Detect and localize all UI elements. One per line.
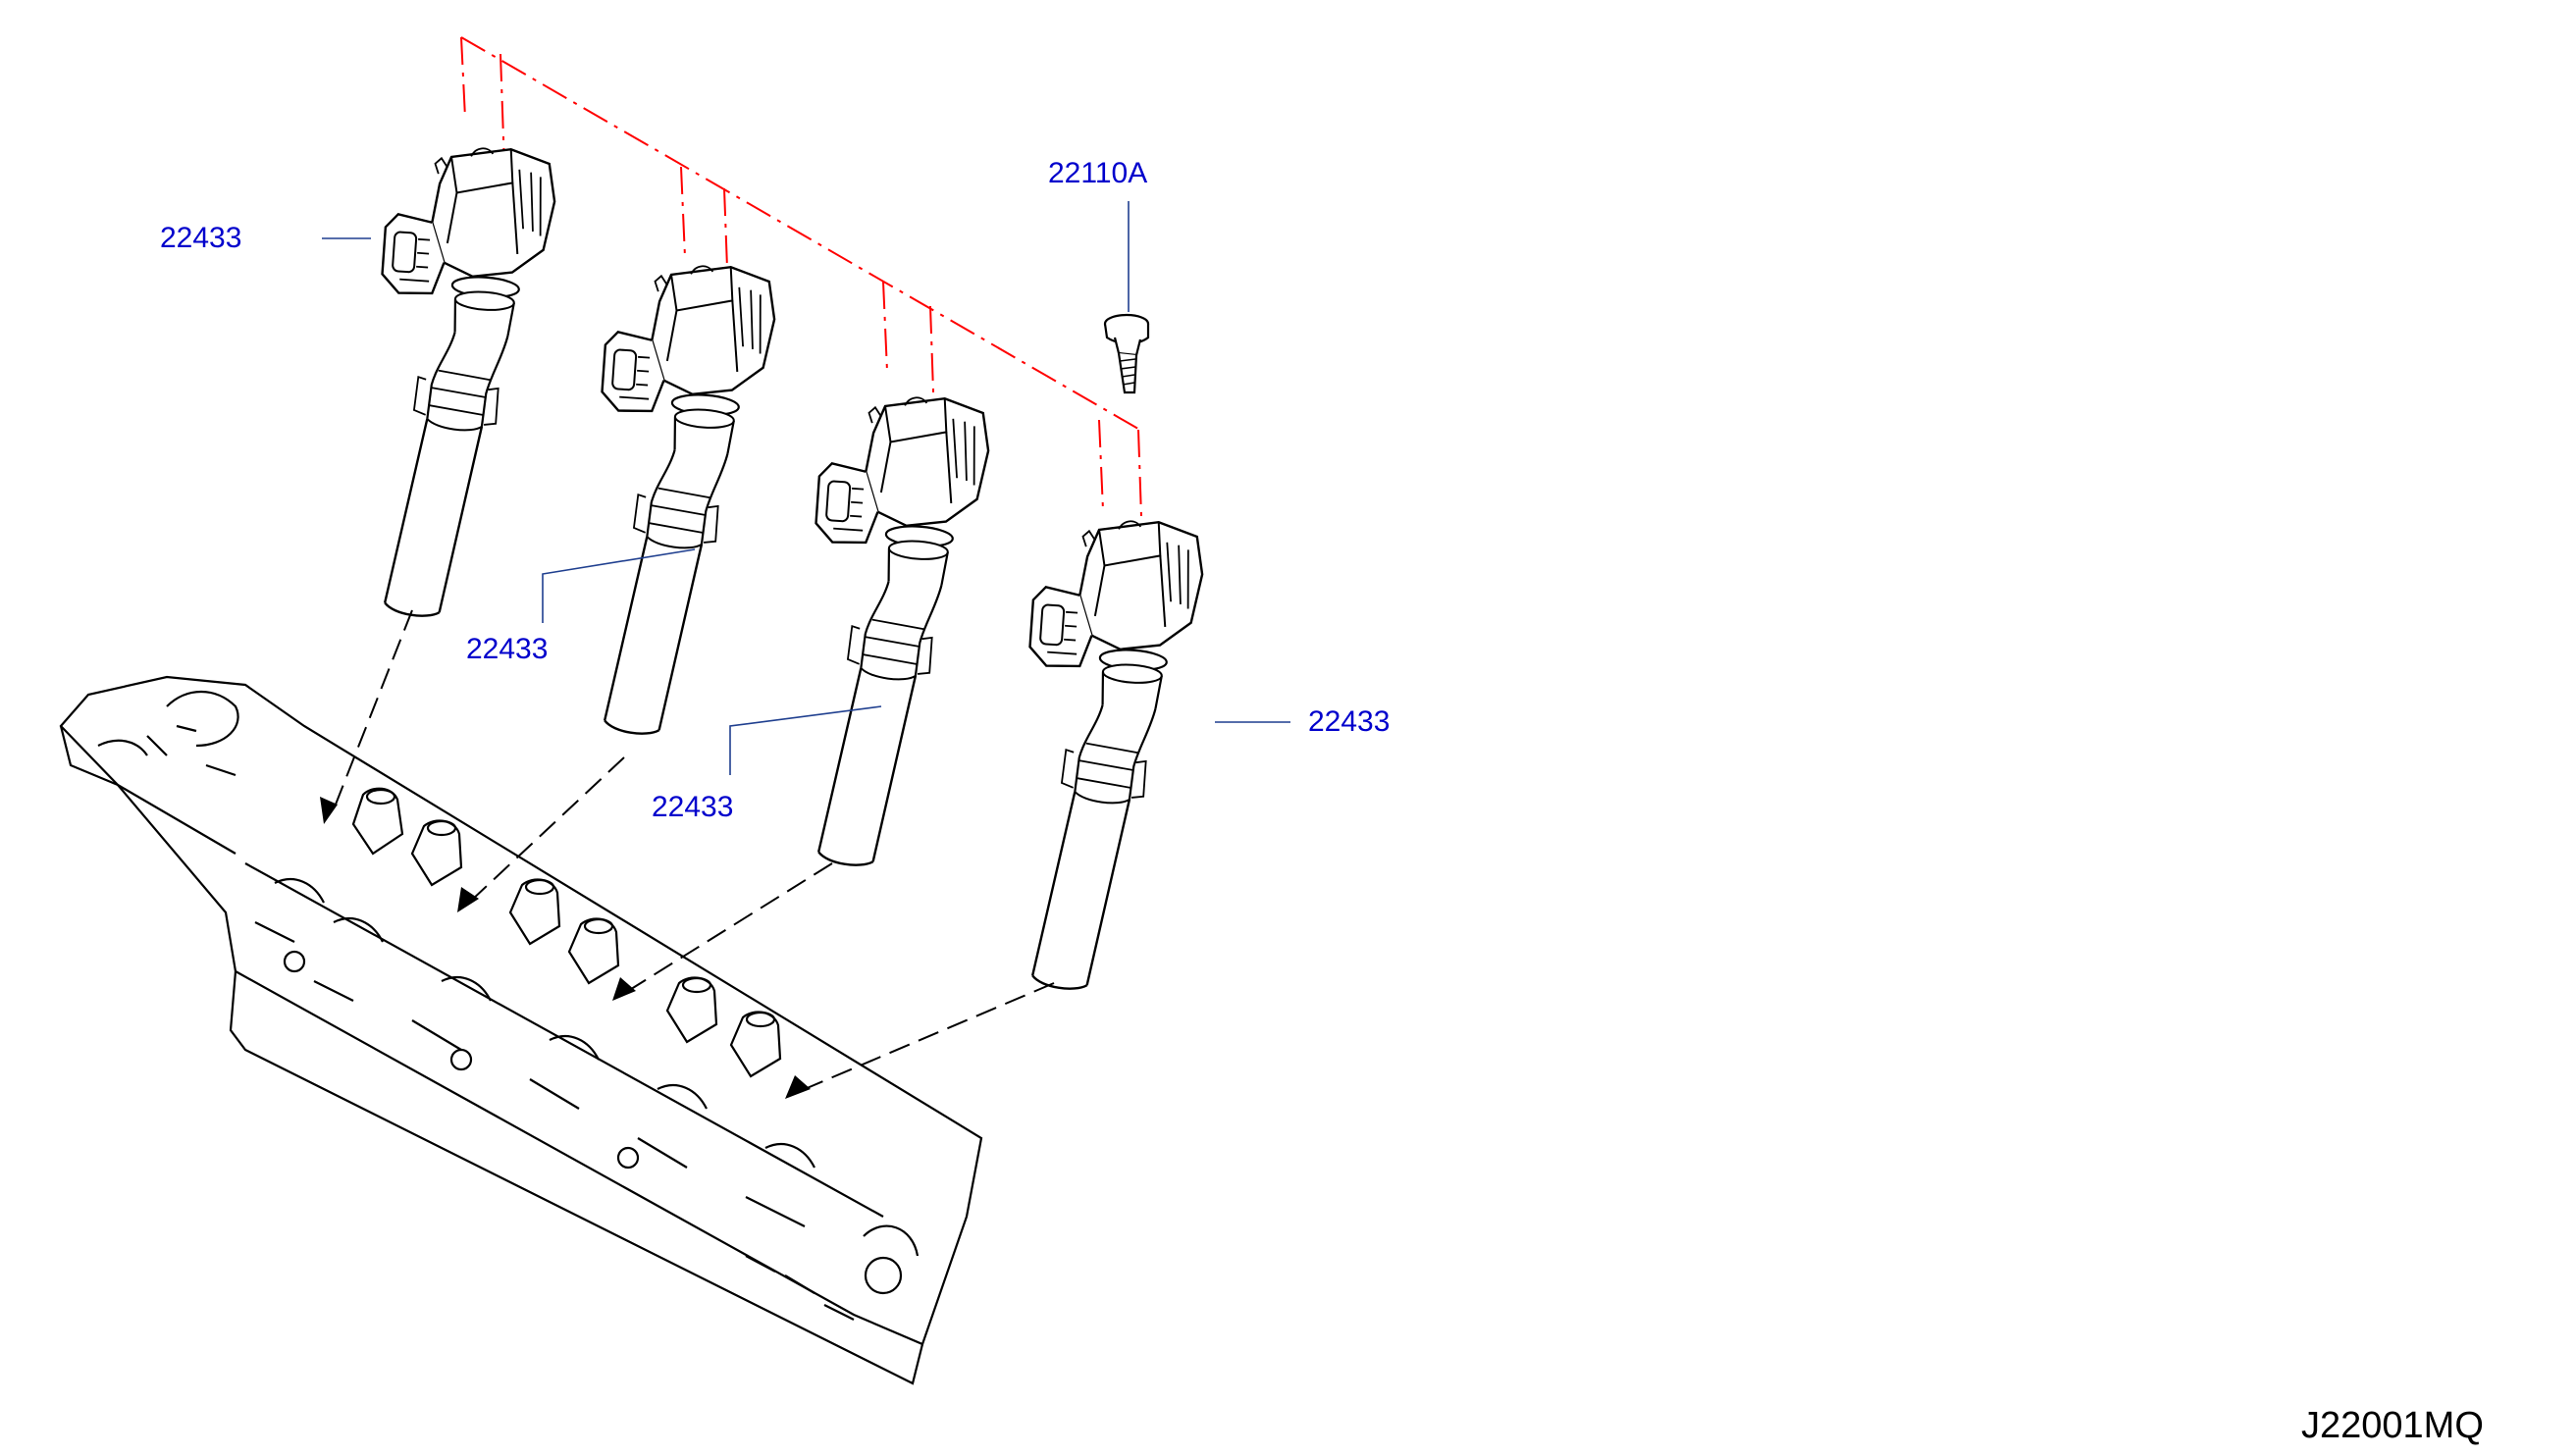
ignition-coil-3 bbox=[791, 389, 993, 874]
ignition-coil-2 bbox=[577, 257, 779, 743]
installation-lines bbox=[331, 609, 1055, 1090]
callout-label-bolt: 22110A bbox=[1048, 157, 1148, 189]
callout-label-coil-4: 22433 bbox=[1308, 705, 1391, 738]
ignition-coil-4 bbox=[1005, 512, 1207, 998]
installation-arrowheads bbox=[320, 797, 811, 1099]
reference-lines bbox=[460, 36, 1144, 546]
leader-lines bbox=[322, 201, 1290, 775]
callout-label-coil-2: 22433 bbox=[466, 633, 549, 665]
diagram-code: J22001MQ bbox=[2301, 1405, 2484, 1446]
callout-label-coil-1: 22433 bbox=[160, 222, 242, 254]
callout-label-coil-3: 22433 bbox=[652, 791, 734, 823]
ignition-coil-1 bbox=[357, 139, 559, 625]
cylinder-head bbox=[59, 675, 983, 1385]
bolt bbox=[1103, 313, 1150, 394]
